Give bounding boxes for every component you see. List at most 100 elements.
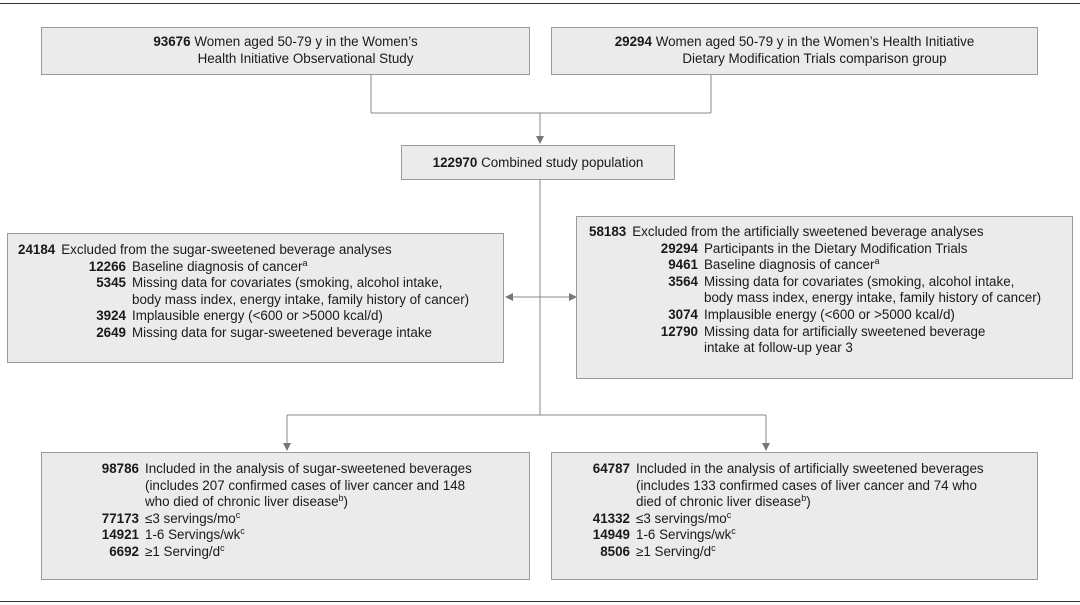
box-excluded-asb: 58183 Excluded from the artificially swe…: [576, 216, 1073, 379]
box-excluded-ssb: 24184 Excluded from the sugar-sweetened …: [7, 233, 504, 363]
box-observational-study: 93676 Women aged 50-79 y in the Women’s …: [41, 27, 530, 75]
incl-asb-text: Included in the analysis of artificially…: [636, 461, 984, 511]
excl-ssb-item: 12266 Baseline diagnosis of cancera: [18, 257, 503, 276]
excl-asb-item: 3564 Missing data for covariates (smokin…: [589, 274, 1072, 307]
subgroup-label: ≤3 servings/moc: [636, 510, 731, 528]
excl-ssb-cov-line2: body mass index, energy intake, family h…: [132, 291, 470, 307]
box-dietary-trials-line1: 29294 Women aged 50-79 y in the Women’s …: [552, 34, 1037, 51]
subgroup-count: 77173: [101, 510, 139, 526]
subgroup-count: 8506: [600, 543, 630, 559]
excl-ssb-item-count: 2649: [96, 324, 126, 340]
excl-ssb-item: 2649 Missing data for sugar-sweetened be…: [18, 325, 503, 342]
excl-asb-item: 12790 Missing data for artificially swee…: [589, 324, 1072, 357]
observational-text-1: Women aged 50-79 y in the Women’s: [194, 34, 418, 49]
count-incl-ssb: 98786: [101, 461, 139, 476]
excl-asb-item-count: 3564: [668, 273, 698, 289]
excl-ssb-item-count: 12266: [88, 258, 126, 274]
footnote-marker: c: [731, 526, 736, 537]
excl-ssb-text: Excluded from the sugar-sweetened bevera…: [61, 242, 392, 257]
excl-asb-cov-line1: Missing data for covariates (smoking, al…: [704, 273, 1015, 289]
incl-ssb-text: Included in the analysis of sugar-sweete…: [145, 461, 472, 511]
excl-ssb-header: 24184 Excluded from the sugar-sweetened …: [18, 242, 503, 259]
excl-asb-missing-line2: intake at follow-up year 3: [704, 340, 853, 356]
subgroup-label: 1-6 Servings/wkc: [636, 527, 736, 544]
subgroup-label-text: 1-6 Servings/wk: [636, 527, 732, 543]
excl-ssb-item: 5345 Missing data for covariates (smokin…: [18, 275, 503, 308]
incl-asb-line1: Included in the analysis of artificially…: [636, 461, 984, 476]
footnote-marker: c: [235, 509, 241, 520]
excl-asb-item-count: 29294: [660, 240, 698, 256]
excl-ssb-cov-line1: Missing data for covariates (smoking, al…: [132, 275, 443, 291]
incl-asb-header: 64787 Included in the analysis of artifi…: [552, 461, 1037, 511]
subgroup-label: ≥1 Serving/dc: [145, 542, 225, 561]
excl-ssb-item-count: 5345: [96, 275, 126, 291]
excl-asb-item: 29294 Participants in the Dietary Modifi…: [589, 241, 1072, 258]
subgroup-label: 1-6 Servings/wkc: [145, 527, 245, 544]
footnote-marker: c: [220, 542, 225, 553]
incl-ssb-line2: (includes 207 confirmed cases of liver c…: [145, 477, 466, 493]
footnote-marker: a: [874, 256, 880, 267]
footnote-marker: b: [338, 493, 344, 504]
incl-asb-subgroup: 8506 ≥1 Serving/dc: [552, 542, 1037, 561]
subgroup-label-text: ≤3 servings/mo: [636, 510, 727, 526]
dietary-text-1: Women aged 50-79 y in the Women’s Health…: [655, 34, 975, 49]
box-dietary-trials: 29294 Women aged 50-79 y in the Women’s …: [551, 27, 1038, 75]
bottom-rule: [0, 601, 1080, 602]
incl-ssb-header: 98786 Included in the analysis of sugar-…: [42, 461, 529, 511]
subgroup-count: 14949: [592, 527, 630, 543]
subgroup-label: ≤3 servings/moc: [145, 509, 241, 528]
incl-asb-subgroup: 14949 1-6 Servings/wkc: [552, 527, 1037, 544]
excl-asb-missing-line1: Missing data for artificially sweetened …: [704, 323, 986, 339]
footnote-marker: a: [302, 257, 308, 268]
observational-text-2: Health Initiative Observational Study: [197, 50, 414, 66]
excl-asb-item-text: Missing data for covariates (smoking, al…: [704, 274, 1041, 307]
excl-asb-item: 9461 Baseline diagnosis of cancera: [589, 257, 1072, 274]
incl-ssb-line3-end: ): [343, 494, 349, 510]
count-observational: 93676: [153, 34, 191, 49]
footnote-marker: c: [711, 542, 716, 553]
combined-line: 122970 Combined study population: [402, 155, 674, 172]
excl-asb-item-count: 3074: [668, 306, 698, 322]
subgroup-label-text: ≥1 Serving/d: [145, 543, 221, 559]
subgroup-count: 6692: [109, 543, 139, 559]
incl-ssb-subgroup: 14921 1-6 Servings/wkc: [42, 527, 529, 544]
excl-asb-header: 58183 Excluded from the artificially swe…: [589, 224, 1072, 241]
combined-text: Combined study population: [481, 155, 644, 170]
excl-ssb-item-count: 3924: [96, 308, 126, 324]
box-combined-population: 122970 Combined study population: [401, 145, 675, 180]
excl-ssb-item: 3924 Implausible energy (<600 or >5000 k…: [18, 308, 503, 325]
subgroup-label-text: 1-6 Servings/wk: [145, 527, 241, 543]
box-included-ssb: 98786 Included in the analysis of sugar-…: [41, 452, 530, 580]
excl-asb-cancer-text: Baseline diagnosis of cancer: [704, 257, 875, 273]
excl-asb-item-count: 9461: [668, 257, 698, 273]
excl-asb-item: 3074 Implausible energy (<600 or >5000 k…: [589, 307, 1072, 324]
footnote-marker: b: [801, 493, 807, 504]
excl-asb-item-count: 12790: [660, 323, 698, 339]
count-dietary: 29294: [614, 34, 652, 49]
count-combined: 122970: [432, 155, 478, 170]
excl-asb-cov-line2: body mass index, energy intake, family h…: [704, 290, 1042, 306]
subgroup-label: ≥1 Serving/dc: [636, 542, 716, 561]
excl-asb-item-text: Baseline diagnosis of cancera: [704, 257, 879, 274]
subgroup-label-text: ≤3 servings/mo: [145, 510, 236, 526]
incl-ssb-line1: Included in the analysis of sugar-sweete…: [145, 461, 472, 476]
excl-ssb-cancer-text: Baseline diagnosis of cancer: [132, 258, 303, 274]
top-rule: [0, 3, 1080, 4]
count-excl-ssb: 24184: [18, 242, 56, 257]
excl-asb-item-text: Missing data for artificially sweetened …: [704, 324, 985, 357]
excl-asb-item-text: Participants in the Dietary Modification…: [704, 240, 968, 256]
incl-ssb-subgroup: 6692 ≥1 Serving/dc: [42, 542, 529, 561]
count-incl-asb: 64787: [592, 461, 630, 476]
count-excl-asb: 58183: [589, 224, 627, 239]
box-observational-study-line1: 93676 Women aged 50-79 y in the Women’s: [42, 34, 529, 51]
box-included-asb: 64787 Included in the analysis of artifi…: [551, 452, 1038, 580]
incl-asb-line3: died of chronic liver disease: [636, 494, 802, 510]
excl-asb-item-text: Implausible energy (<600 or >5000 kcal/d…: [704, 306, 955, 322]
incl-ssb-line3: who died of chronic liver disease: [145, 494, 339, 510]
footnote-marker: c: [240, 526, 245, 537]
subgroup-count: 41332: [592, 510, 630, 526]
dietary-text-2: Dietary Modification Trials comparison g…: [682, 50, 947, 66]
excl-ssb-item-text: Missing data for sugar-sweetened beverag…: [132, 324, 432, 340]
incl-ssb-subgroup: 77173 ≤3 servings/moc: [42, 509, 529, 528]
